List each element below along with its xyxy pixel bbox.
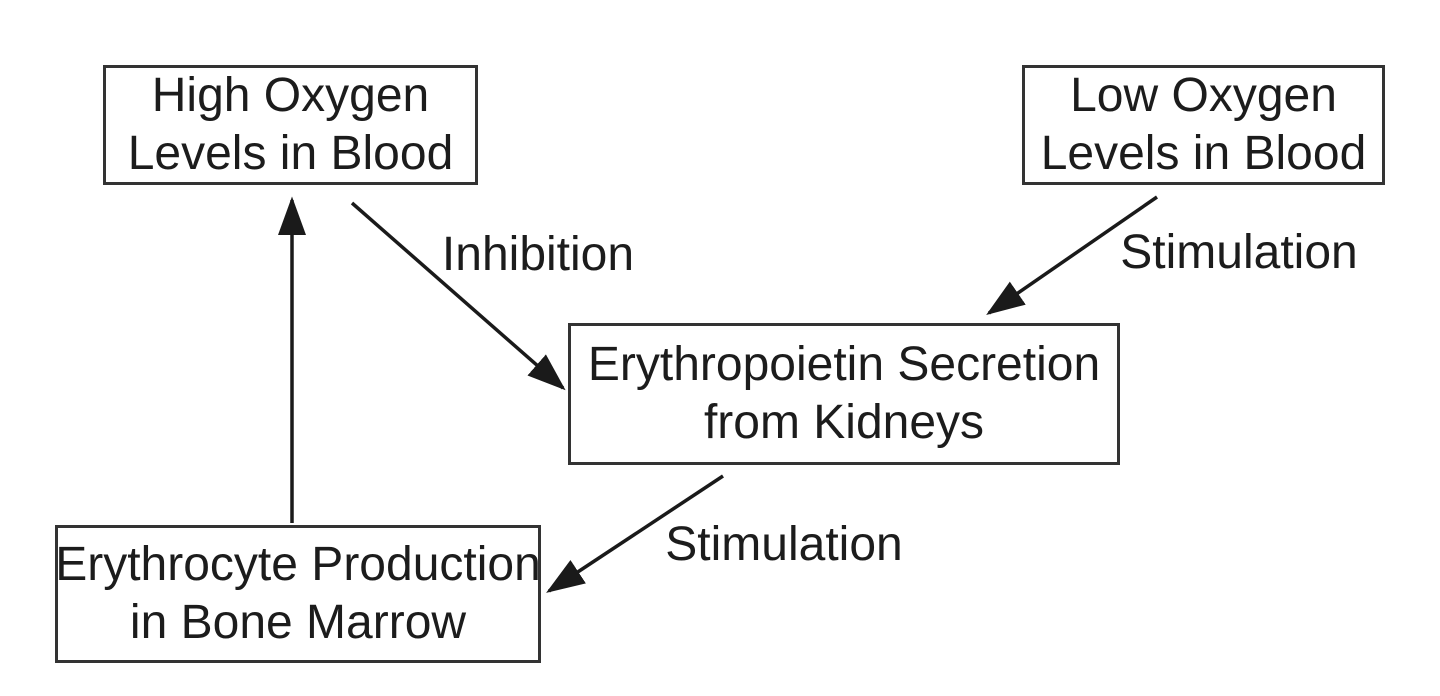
stimulation-bottom-edge-label: Stimulation xyxy=(665,518,903,571)
node-epo-secretion-line1: Erythropoietin Secretion xyxy=(587,338,1101,391)
node-high-oxygen-levels: High Oxygen Levels in Blood xyxy=(103,65,478,185)
node-erythrocyte-prod-line1: Erythrocyte Production xyxy=(55,538,541,591)
node-erythrocyte-prod-line2: in Bone Marrow xyxy=(129,596,467,649)
inhibition-edge-label: Inhibition xyxy=(441,228,635,281)
node-low-oxygen-levels: Low Oxygen Levels in Blood xyxy=(1022,65,1385,185)
node-low-oxygen-line1: Low Oxygen xyxy=(1070,69,1337,122)
stimulation-arrow-right xyxy=(986,195,1158,315)
node-epo-secretion-line2: from Kidneys xyxy=(703,396,985,449)
node-low-oxygen-line2: Levels in Blood xyxy=(1040,127,1367,180)
node-erythrocyte-production: Erythrocyte Production in Bone Marrow xyxy=(55,525,541,663)
node-erythropoietin-secretion: Erythropoietin Secretion from Kidneys xyxy=(568,323,1120,465)
inhibition-arrow xyxy=(350,201,566,391)
stimulation-right-edge-label: Stimulation xyxy=(1120,226,1358,279)
node-high-oxygen-line2: Levels in Blood xyxy=(127,127,454,180)
node-high-oxygen-line1: High Oxygen xyxy=(151,69,430,122)
stimulation-arrow-bottom xyxy=(546,474,724,593)
